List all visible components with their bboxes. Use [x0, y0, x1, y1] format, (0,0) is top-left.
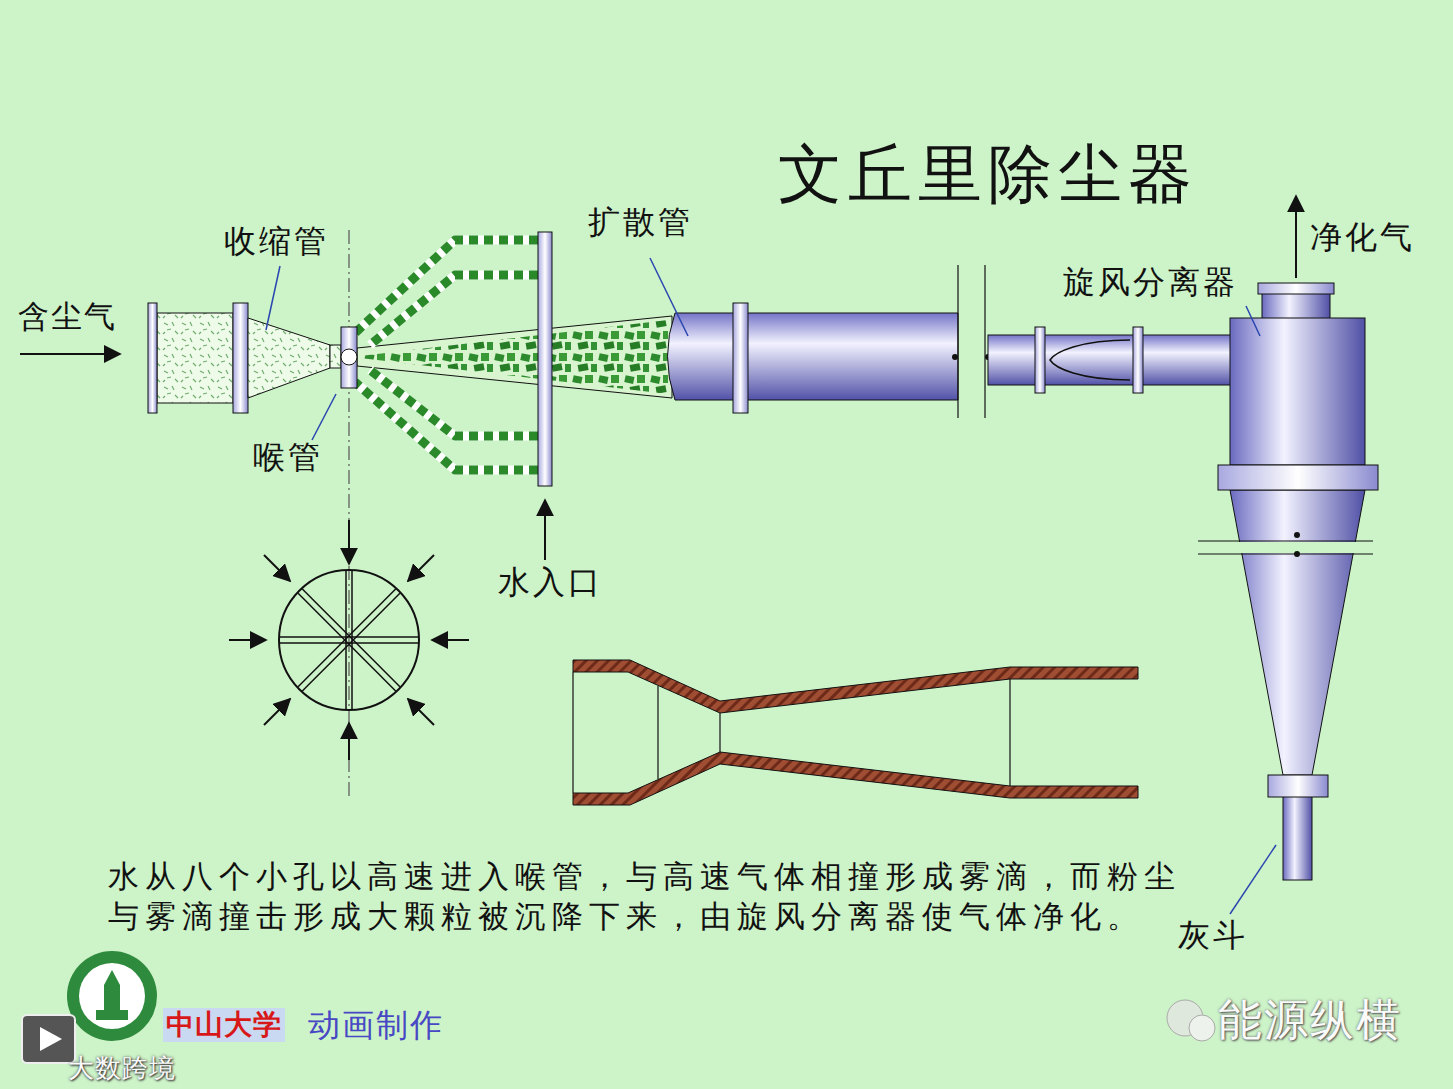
part-label: 收缩管 — [224, 222, 329, 260]
caption-text: 水从八个小孔以高速进入喉管，与高速气体相撞形成雾滴，而粉尘与雾滴撞击形成大颗粒被… — [108, 856, 1183, 937]
part-label: 灰斗 — [1178, 916, 1248, 954]
watermark-text: 能源纵横 — [1218, 994, 1402, 1047]
part-label: 旋风分离器 — [1063, 263, 1238, 301]
watermark-text: 动画制作 — [308, 1006, 444, 1044]
outlet-label: 净化气 — [1310, 218, 1415, 256]
part-label: 喉管 — [253, 438, 323, 476]
watermark-logo-text: 中山大学 — [163, 1008, 285, 1042]
part-label: 扩散管 — [588, 203, 693, 241]
diagram-title: 文丘里除尘器 — [778, 136, 1198, 213]
inlet-label: 含尘气 — [18, 298, 117, 335]
part-label: 水入口 — [498, 563, 603, 601]
watermark-text: 大数跨境 — [68, 1053, 176, 1084]
